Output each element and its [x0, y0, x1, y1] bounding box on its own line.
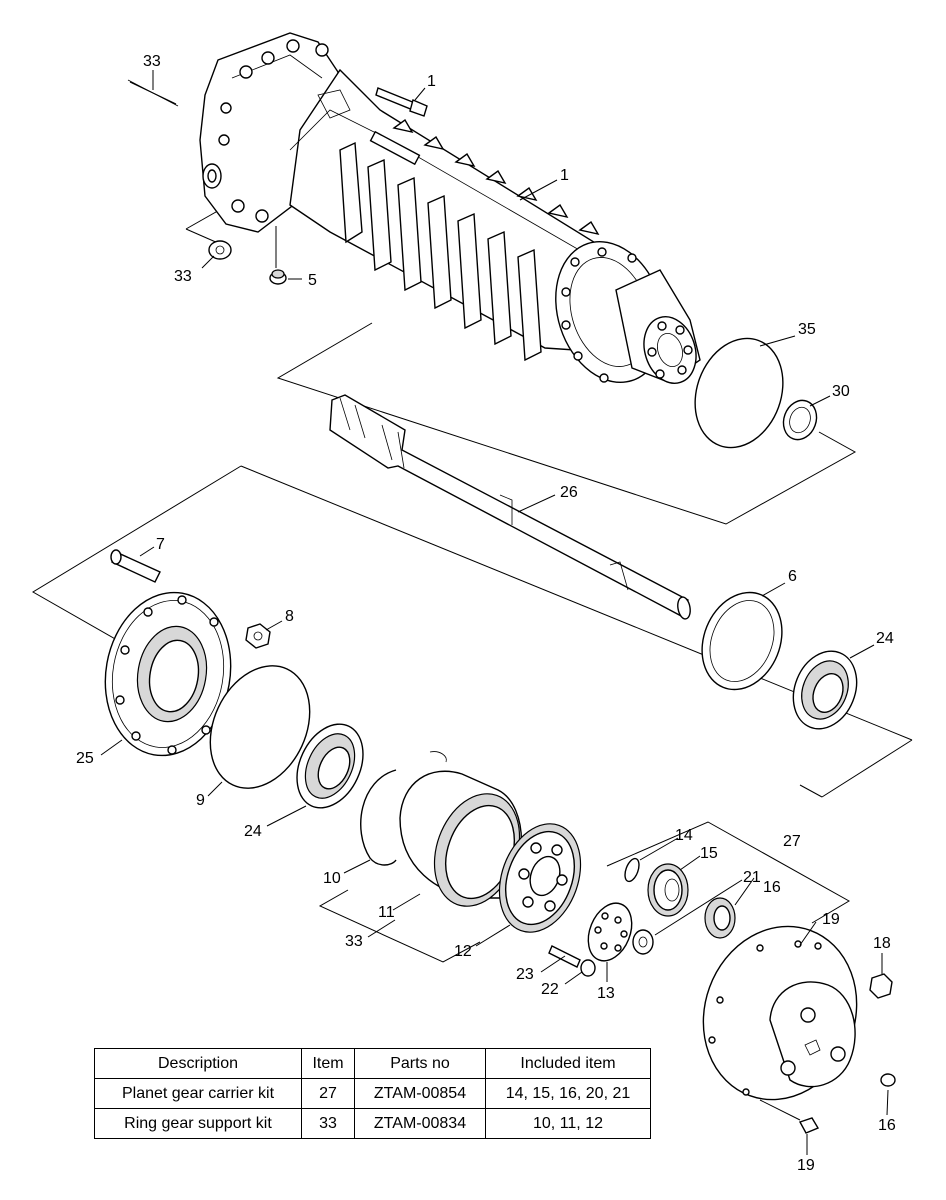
callout-18: 16: [878, 1117, 896, 1134]
header-item: Item: [301, 1048, 355, 1079]
planet-carrier-20: [702, 925, 858, 1101]
nut-19-top: [869, 973, 893, 999]
nut-22: [580, 959, 596, 977]
frame-kit-33: [318, 889, 481, 963]
callout-8: 8: [285, 608, 294, 625]
callout-labels: 33 1 1 33 5 35 30 26 7 6 8 24 25 9 24 14…: [76, 53, 896, 1174]
planet-gear-15: [647, 863, 689, 917]
callout-2: 1: [427, 73, 436, 90]
o-ring-35: [694, 337, 784, 449]
callout-19-bottom: 19: [797, 1157, 815, 1174]
callout-11: 11: [378, 904, 395, 921]
callout-35: 35: [798, 321, 816, 338]
circlip-14: [624, 857, 640, 883]
callout-24-right: 24: [876, 630, 894, 647]
callout-16: 16: [763, 879, 781, 896]
callout-15: 15: [700, 845, 718, 862]
callout-27: 27: [783, 833, 801, 850]
housing-fins: [339, 141, 542, 362]
o-ring-9: [209, 665, 311, 789]
needle-bearing-16: [704, 897, 736, 939]
callout-26: 26: [560, 484, 578, 501]
cell-included-item: 10, 11, 12: [485, 1108, 651, 1139]
stud-7: [110, 549, 161, 583]
callout-10: 10: [323, 870, 341, 887]
sun-gear-12: [498, 823, 582, 933]
header-parts-no: Parts no: [354, 1048, 486, 1079]
callout-23: 23: [516, 966, 534, 983]
callout-14: 14: [675, 827, 693, 844]
stud-28: [127, 79, 179, 107]
table-row: Planet gear carrier kit 27 ZTAM-00854 14…: [94, 1078, 651, 1109]
callout-21: 21: [743, 869, 761, 886]
snap-ring-10: [360, 751, 447, 866]
seal-30: [782, 399, 818, 441]
callout-6: 6: [788, 568, 797, 585]
bearing-24-right: [792, 650, 858, 730]
callout-1: 1: [560, 167, 569, 184]
table-header-row: Description Item Parts no Included item: [94, 1048, 651, 1079]
cell-item: 33: [301, 1108, 355, 1139]
nut-8: [245, 623, 271, 649]
ring-gear-11: [399, 770, 523, 907]
callout-25: 25: [76, 750, 94, 767]
frame-middle: [32, 465, 242, 641]
washer-21: [632, 929, 654, 955]
callout-24-left: 24: [244, 823, 262, 840]
header-description: Description: [94, 1048, 302, 1079]
callout-19-top: 18: [873, 935, 891, 952]
plug-18: [880, 1073, 896, 1087]
axle-housing: [199, 32, 701, 384]
callout-33: 33: [345, 933, 363, 950]
leader-lines: [100, 70, 889, 1155]
cell-parts-no: ZTAM-00834: [354, 1108, 486, 1139]
callout-9: 9: [196, 792, 205, 809]
frame-kit-27: [606, 821, 850, 924]
callout-29: 33: [174, 268, 192, 285]
drive-shaft-26: [329, 394, 691, 620]
wheel-hub-25: [104, 591, 232, 757]
housing-ribs: [392, 118, 600, 236]
seal-6: [701, 591, 783, 691]
thrust-washer-13: [587, 902, 633, 962]
nut-29: [208, 240, 232, 260]
callout-22: 22: [541, 981, 559, 998]
callout-13: 13: [597, 985, 615, 1002]
kit-table: Description Item Parts no Included item …: [94, 1048, 651, 1139]
frame-upper: [276, 322, 857, 525]
cell-parts-no: ZTAM-00854: [354, 1078, 486, 1109]
callout-20: 19: [822, 911, 840, 928]
callout-30: 30: [832, 383, 850, 400]
cell-description: Ring gear support kit: [94, 1108, 302, 1139]
callout-7: 7: [156, 536, 165, 553]
callout-28: 33: [143, 53, 161, 70]
table-row: Ring gear support kit 33 ZTAM-00834 10, …: [94, 1108, 651, 1139]
cell-included-item: 14, 15, 16, 20, 21: [485, 1078, 651, 1109]
cell-description: Planet gear carrier kit: [94, 1078, 302, 1109]
header-included-item: Included item: [485, 1048, 651, 1079]
cell-item: 27: [301, 1078, 355, 1109]
plug-5: [269, 269, 287, 285]
callout-5: 5: [308, 272, 317, 289]
bolt-19-bottom: [759, 1099, 820, 1134]
bolt-2: [375, 87, 428, 117]
callout-12: 12: [454, 943, 472, 960]
bearing-24-left: [296, 723, 364, 809]
